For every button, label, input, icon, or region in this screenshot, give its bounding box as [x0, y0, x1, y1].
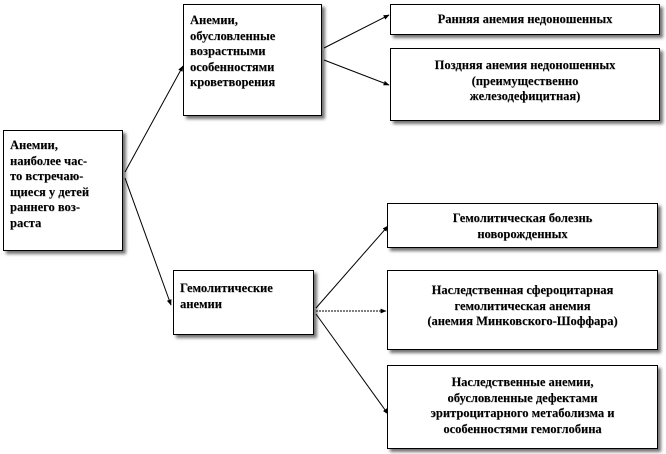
edge-age-to-early: [323, 14, 390, 49]
group-age-line-5: кроветворения: [190, 75, 276, 89]
edge-root-to-age: [124, 65, 184, 173]
root-box-anemia-early-childhood: Анемии, наиболее час- то встречаю- щиеся…: [3, 130, 123, 251]
leaf-late-line-1: Поздняя анемия недоношенных: [434, 58, 616, 72]
group-hemolytic-line-2: анемии: [180, 296, 222, 311]
group-box-hemolytic-anemia: Гемолитические анемии: [173, 270, 314, 335]
group-age-line-4: особенностями: [190, 59, 275, 74]
leaf-box-early-prematurity-anemia: Ранняя анемия недоношенных: [390, 4, 660, 35]
leaf-box-hereditary-spherocytosis: Наследственная сфероцитарная гемолитичес…: [387, 270, 658, 350]
leaf-late-line-2: (преимущественно: [471, 73, 579, 88]
edge-age-to-late: [323, 59, 390, 86]
leaf-newborn-line-1: Гемолитическая болезнь: [452, 211, 593, 225]
leaf-newborn-line-2: новорожденных: [477, 226, 568, 241]
root-line-3: то встречаю-: [10, 169, 84, 183]
leaf-metabolic-line-1: Наследственные анемии,: [451, 375, 594, 389]
leaf-early-line-1: Ранняя анемия недоношенных: [437, 12, 613, 26]
edge-root-to-hemolytic: [124, 177, 172, 306]
group-age-line-3: возрастными: [190, 44, 266, 58]
leaf-metabolic-line-3: эритроцитарного метаболизма и: [430, 406, 615, 420]
group-hemolytic-line-1: Гемолитические: [180, 281, 273, 295]
edge-hemolytic-to-metabolic: [315, 313, 389, 415]
leaf-box-hereditary-metabolic-anemia: Наследственные анемии, обусловленные деф…: [387, 365, 658, 449]
leaf-spherocytic-line-1: Наследственная сфероцитарная: [431, 283, 614, 297]
leaf-box-hemolytic-disease-newborn: Гемолитическая болезнь новорожденных: [387, 203, 658, 248]
leaf-late-line-3: железодефицитная): [469, 89, 581, 103]
root-line-2: наиболее час-: [10, 153, 88, 168]
leaf-spherocytic-line-2: гемолитическая анемия: [454, 298, 591, 313]
edge-hemolytic-to-newborn: [315, 225, 389, 309]
leaf-metabolic-line-4: особенностями гемоглобина: [443, 421, 602, 436]
leaf-metabolic-line-2: обусловленные дефектами: [447, 390, 598, 405]
root-line-5: раннего воз-: [10, 200, 80, 214]
group-age-line-1: Анемии,: [190, 13, 238, 27]
leaf-spherocytic-line-3: (анемия Минковского-Шоффара): [427, 314, 618, 328]
group-box-age-related-anemia: Анемии, обусловленные возрастными особен…: [183, 4, 322, 116]
root-line-6: раста: [10, 215, 42, 230]
leaf-box-late-prematurity-anemia: Поздняя анемия недоношенных (преимуществ…: [390, 48, 660, 121]
group-age-line-2: обусловленные: [190, 28, 276, 43]
root-line-1: Анемии,: [10, 138, 58, 152]
root-line-4: щиеся у детей: [10, 184, 90, 199]
